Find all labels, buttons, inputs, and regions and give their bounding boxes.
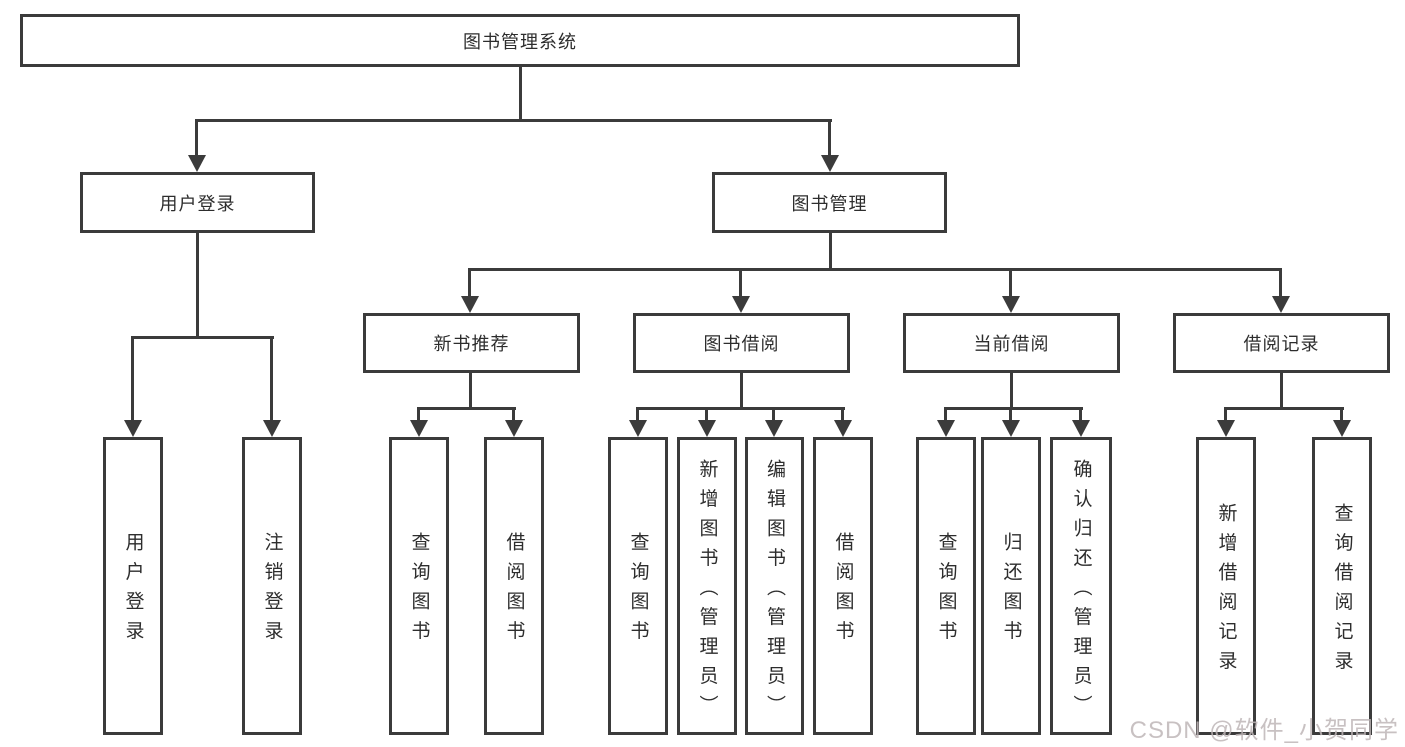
leaf-add-borrow-record: 新增借阅记录	[1196, 437, 1256, 735]
connector-arrow	[468, 268, 471, 296]
leaf-label: 用户登录	[122, 532, 144, 651]
leaf-label: 借阅图书	[832, 532, 854, 651]
leaf-query-books-2: 查询图书	[608, 437, 668, 735]
node-borrow-records-label: 借阅记录	[1243, 334, 1320, 354]
connector-arrow	[1079, 407, 1082, 420]
connector-splitter-recommend	[417, 407, 516, 410]
node-root-label: 图书管理系统	[463, 31, 577, 52]
connector-arrow	[1009, 268, 1012, 296]
connector-splitter-root	[196, 119, 832, 122]
node-user-login-label: 用户登录	[159, 193, 236, 214]
leaf-add-books-admin: 新增图书（管理员）	[677, 437, 737, 735]
node-current-borrow: 当前借阅	[903, 313, 1120, 373]
leaf-label: 编辑图书（管理员）	[764, 458, 785, 724]
csdn-watermark: CSDN @软件_小贺同学	[1129, 717, 1399, 744]
leaf-label: 注销登录	[261, 532, 283, 651]
connector-arrow	[512, 407, 515, 420]
connector-stub-user-login	[196, 233, 199, 336]
leaf-edit-books-admin: 编辑图书（管理员）	[745, 437, 804, 735]
connector-arrow	[944, 407, 947, 420]
node-book-borrow: 图书借阅	[633, 313, 850, 373]
connector-arrow	[739, 268, 742, 296]
connector-arrow	[417, 407, 420, 420]
connector-arrow	[636, 407, 639, 420]
leaf-label: 借阅图书	[503, 532, 525, 651]
leaf-query-books: 查询图书	[389, 437, 449, 735]
leaf-query-borrow-record: 查询借阅记录	[1312, 437, 1372, 735]
connector-stub-records	[1280, 373, 1283, 408]
leaf-label: 确认归还（管理员）	[1070, 458, 1092, 724]
node-borrow-records: 借阅记录	[1173, 313, 1390, 373]
connector-stub-borrow	[740, 373, 743, 408]
connector-arrow	[828, 119, 831, 155]
connector-arrow	[1224, 407, 1227, 420]
connector-splitter-user-login	[132, 336, 274, 339]
node-book-borrow-label: 图书借阅	[703, 334, 780, 354]
leaf-logout: 注销登录	[242, 437, 302, 735]
connector-splitter-current	[944, 407, 1083, 410]
node-book-mgmt-label: 图书管理	[791, 193, 868, 214]
leaf-confirm-return-admin: 确认归还（管理员）	[1050, 437, 1112, 735]
connector-arrow	[705, 407, 708, 420]
leaf-label: 新增借阅记录	[1215, 502, 1237, 680]
connector-arrow	[1279, 268, 1282, 296]
connector-arrow	[841, 407, 844, 420]
connector-arrow	[1009, 407, 1012, 420]
node-new-book-recommend: 新书推荐	[363, 313, 580, 373]
connector-arrow	[270, 336, 273, 420]
leaf-label: 查询图书	[627, 532, 649, 651]
connector-stub-root	[519, 67, 522, 120]
connector-stub-recommend	[469, 373, 472, 408]
leaf-label: 查询图书	[935, 532, 957, 651]
leaf-label: 查询借阅记录	[1331, 502, 1353, 680]
connector-arrow	[772, 407, 775, 420]
node-current-borrow-label: 当前借阅	[973, 334, 1050, 354]
leaf-borrow-books: 借阅图书	[484, 437, 544, 735]
leaf-query-books-3: 查询图书	[916, 437, 976, 735]
node-user-login: 用户登录	[80, 172, 315, 233]
leaf-borrow-books-2: 借阅图书	[813, 437, 873, 735]
leaf-label: 查询图书	[408, 532, 430, 651]
node-root: 图书管理系统	[20, 14, 1020, 67]
connector-splitter-book-mgmt	[468, 268, 1282, 271]
connector-arrow	[1340, 407, 1343, 420]
node-book-mgmt: 图书管理	[712, 172, 947, 233]
leaf-label: 新增图书（管理员）	[696, 458, 718, 724]
connector-arrow	[131, 336, 134, 420]
leaf-user-login: 用户登录	[103, 437, 163, 735]
leaf-return-books: 归还图书	[981, 437, 1041, 735]
connector-arrow	[195, 119, 198, 155]
node-new-book-recommend-label: 新书推荐	[433, 334, 510, 354]
connector-stub-current	[1010, 373, 1013, 408]
leaf-label: 归还图书	[1000, 532, 1022, 651]
connector-stub-book-mgmt	[829, 233, 832, 269]
connector-splitter-borrow	[636, 407, 845, 410]
connector-splitter-records	[1224, 407, 1344, 410]
